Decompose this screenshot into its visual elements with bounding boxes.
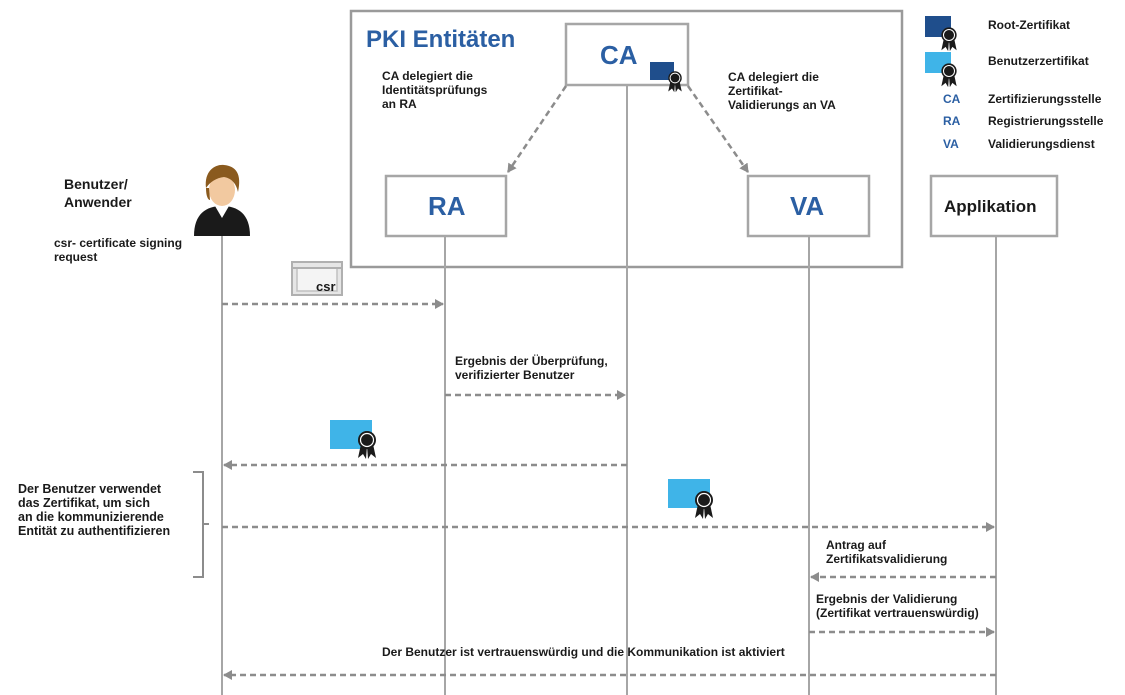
user-certificate-presented-icon: [668, 479, 714, 520]
bracket: [193, 471, 204, 578]
legend-abbr-ca: CA: [943, 92, 961, 106]
arrow-ca-to-ra: [506, 85, 568, 173]
root-certificate-icon: [650, 62, 683, 93]
legend-root-label: Root-Zertifikat: [988, 18, 1070, 32]
legend-user-cert-label: Benutzerzertifikat: [988, 54, 1089, 68]
va-label: VA: [790, 191, 825, 221]
arrow-ca-to-va: [686, 85, 750, 173]
legend-desc-ra: Registrierungsstelle: [988, 114, 1104, 128]
legend-abbr-va: VA: [943, 137, 959, 151]
va-box: [746, 174, 871, 238]
msg-user-uses: Der Benutzer verwendet das Zertifikat, u…: [18, 482, 171, 538]
ca-label: CA: [600, 40, 638, 70]
csr-label: csr: [316, 279, 336, 294]
ra-label: RA: [428, 191, 466, 221]
csr-document-icon: [291, 261, 343, 296]
legend-desc-ca: Zertifizierungsstelle: [988, 92, 1102, 106]
legend-abbr-ra: RA: [943, 114, 961, 128]
note-ca-ra: CA delegiert die Identitätsprüfungs an R…: [382, 69, 488, 111]
msg-final: Der Benutzer ist vertrauenswürdig und di…: [382, 645, 785, 659]
csr-note: csr- certificate signing request: [54, 236, 183, 264]
msg-va-result: Ergebnis der Validierung (Zertifikat ver…: [816, 592, 979, 620]
legend-user-cert-icon: [925, 52, 958, 88]
user-certificate-issued-icon: [330, 420, 377, 460]
user-label: Benutzer/ Anwender: [64, 176, 132, 210]
msg-ra-result: Ergebnis der Überprüfung, verifizierter …: [455, 354, 608, 382]
user-avatar-icon: [194, 164, 250, 236]
note-ca-va: CA delegiert die Zertifikat- Validierung…: [728, 70, 836, 112]
pki-title: PKI Entitäten: [366, 26, 516, 53]
ra-box: [384, 174, 508, 238]
legend-root-cert-icon: [925, 16, 958, 52]
app-box: [929, 174, 1059, 238]
legend-desc-va: Validierungsdienst: [988, 137, 1095, 151]
msg-antrag: Antrag auf Zertifikatsvalidierung: [826, 538, 948, 566]
app-label: Applikation: [944, 197, 1037, 216]
